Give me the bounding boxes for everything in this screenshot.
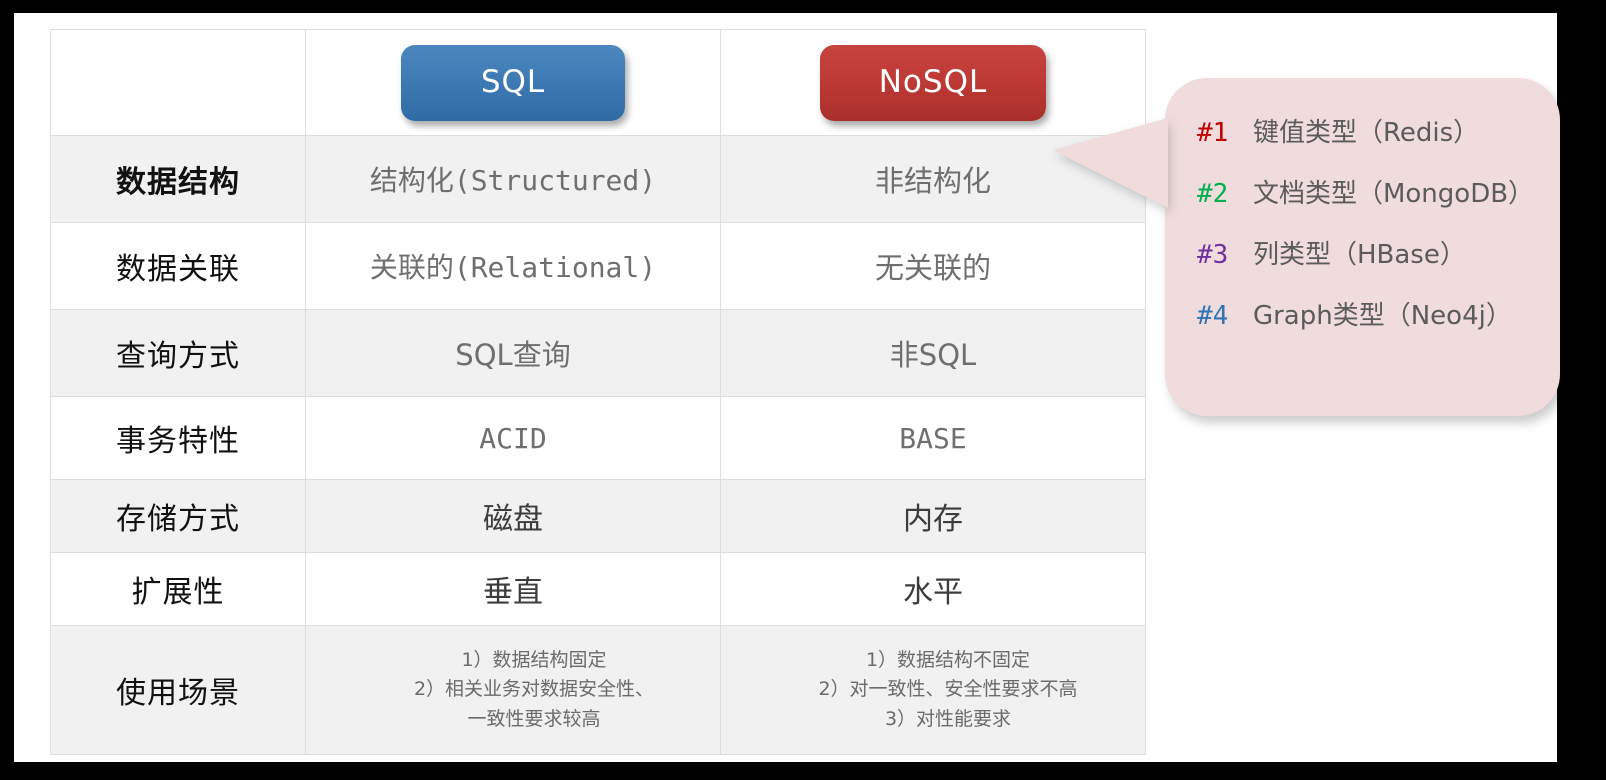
list-item: #1 键值类型（Redis） [1197, 120, 1560, 146]
callout-number-2: #2 [1197, 179, 1229, 209]
slide-canvas: SQL NoSQL 数据结构 结构化(Structured) 非结构化 数据关联… [14, 13, 1560, 762]
header-cell-nosql: NoSQL [720, 29, 1146, 136]
row-label-storage: 存储方式 [50, 479, 306, 553]
list-item: #3 列类型（HBase） [1197, 242, 1560, 268]
cell-sql-data-structure: 结构化(Structured) [305, 135, 721, 223]
row-label-data-structure: 数据结构 [50, 135, 306, 223]
callout-pointer-tail [1053, 118, 1168, 208]
nosql-badge[interactable]: NoSQL [820, 44, 1046, 121]
table-row: 数据关联 关联的(Relational) 无关联的 [50, 222, 1146, 310]
callout-number-4: #4 [1197, 301, 1229, 331]
cell-nosql-transaction: BASE [720, 396, 1146, 480]
table-row: 事务特性 ACID BASE [50, 396, 1146, 480]
callout-text-2: 文档类型（MongoDB） [1252, 179, 1535, 209]
cell-nosql-use-cases: 1）数据结构不固定 2）对一致性、安全性要求不高 3）对性能要求 [720, 625, 1146, 755]
header-cell-sql: SQL [305, 29, 721, 136]
table-row: 数据结构 结构化(Structured) 非结构化 [50, 135, 1146, 223]
cell-nosql-query-method: 非SQL [720, 309, 1146, 397]
table-row: 查询方式 SQL查询 非SQL [50, 309, 1146, 397]
table-row: 扩展性 垂直 水平 [50, 552, 1146, 626]
row-label-use-cases: 使用场景 [50, 625, 306, 755]
table-row: 使用场景 1）数据结构固定 2）相关业务对数据安全性、 一致性要求较高 1）数据… [50, 625, 1146, 755]
row-label-query-method: 查询方式 [50, 309, 306, 397]
cell-sql-scalability: 垂直 [305, 552, 721, 626]
table-row: 存储方式 磁盘 内存 [50, 479, 1146, 553]
table-header-row: SQL NoSQL [50, 29, 1146, 136]
row-label-scalability: 扩展性 [50, 552, 306, 626]
list-item: #4 Graph类型（Neo4j） [1197, 303, 1560, 329]
cell-sql-query-method: SQL查询 [305, 309, 721, 397]
callout-bubble-body [1165, 78, 1560, 416]
cell-nosql-storage: 内存 [720, 479, 1146, 553]
list-item: #2 文档类型（MongoDB） [1197, 181, 1560, 207]
sql-badge[interactable]: SQL [401, 44, 625, 121]
callout-number-1: #1 [1197, 118, 1229, 148]
sql-nosql-comparison-table: SQL NoSQL 数据结构 结构化(Structured) 非结构化 数据关联… [50, 29, 1146, 755]
callout-text-3: 列类型（HBase） [1252, 240, 1466, 270]
cell-sql-transaction: ACID [305, 396, 721, 480]
cell-sql-use-cases: 1）数据结构固定 2）相关业务对数据安全性、 一致性要求较高 [305, 625, 721, 755]
cell-sql-data-relation: 关联的(Relational) [305, 222, 721, 310]
cell-sql-storage: 磁盘 [305, 479, 721, 553]
callout-text-4: Graph类型（Neo4j） [1252, 301, 1512, 331]
callout-item-list: #1 键值类型（Redis） #2 文档类型（MongoDB） #3 列类型（H… [1165, 78, 1560, 416]
callout-number-3: #3 [1197, 240, 1229, 270]
cell-nosql-data-relation: 无关联的 [720, 222, 1146, 310]
cell-nosql-scalability: 水平 [720, 552, 1146, 626]
nosql-types-callout: #1 键值类型（Redis） #2 文档类型（MongoDB） #3 列类型（H… [1053, 78, 1560, 416]
row-label-transaction: 事务特性 [50, 396, 306, 480]
header-cell-empty [50, 29, 306, 136]
callout-text-1: 键值类型（Redis） [1252, 118, 1480, 148]
row-label-data-relation: 数据关联 [50, 222, 306, 310]
